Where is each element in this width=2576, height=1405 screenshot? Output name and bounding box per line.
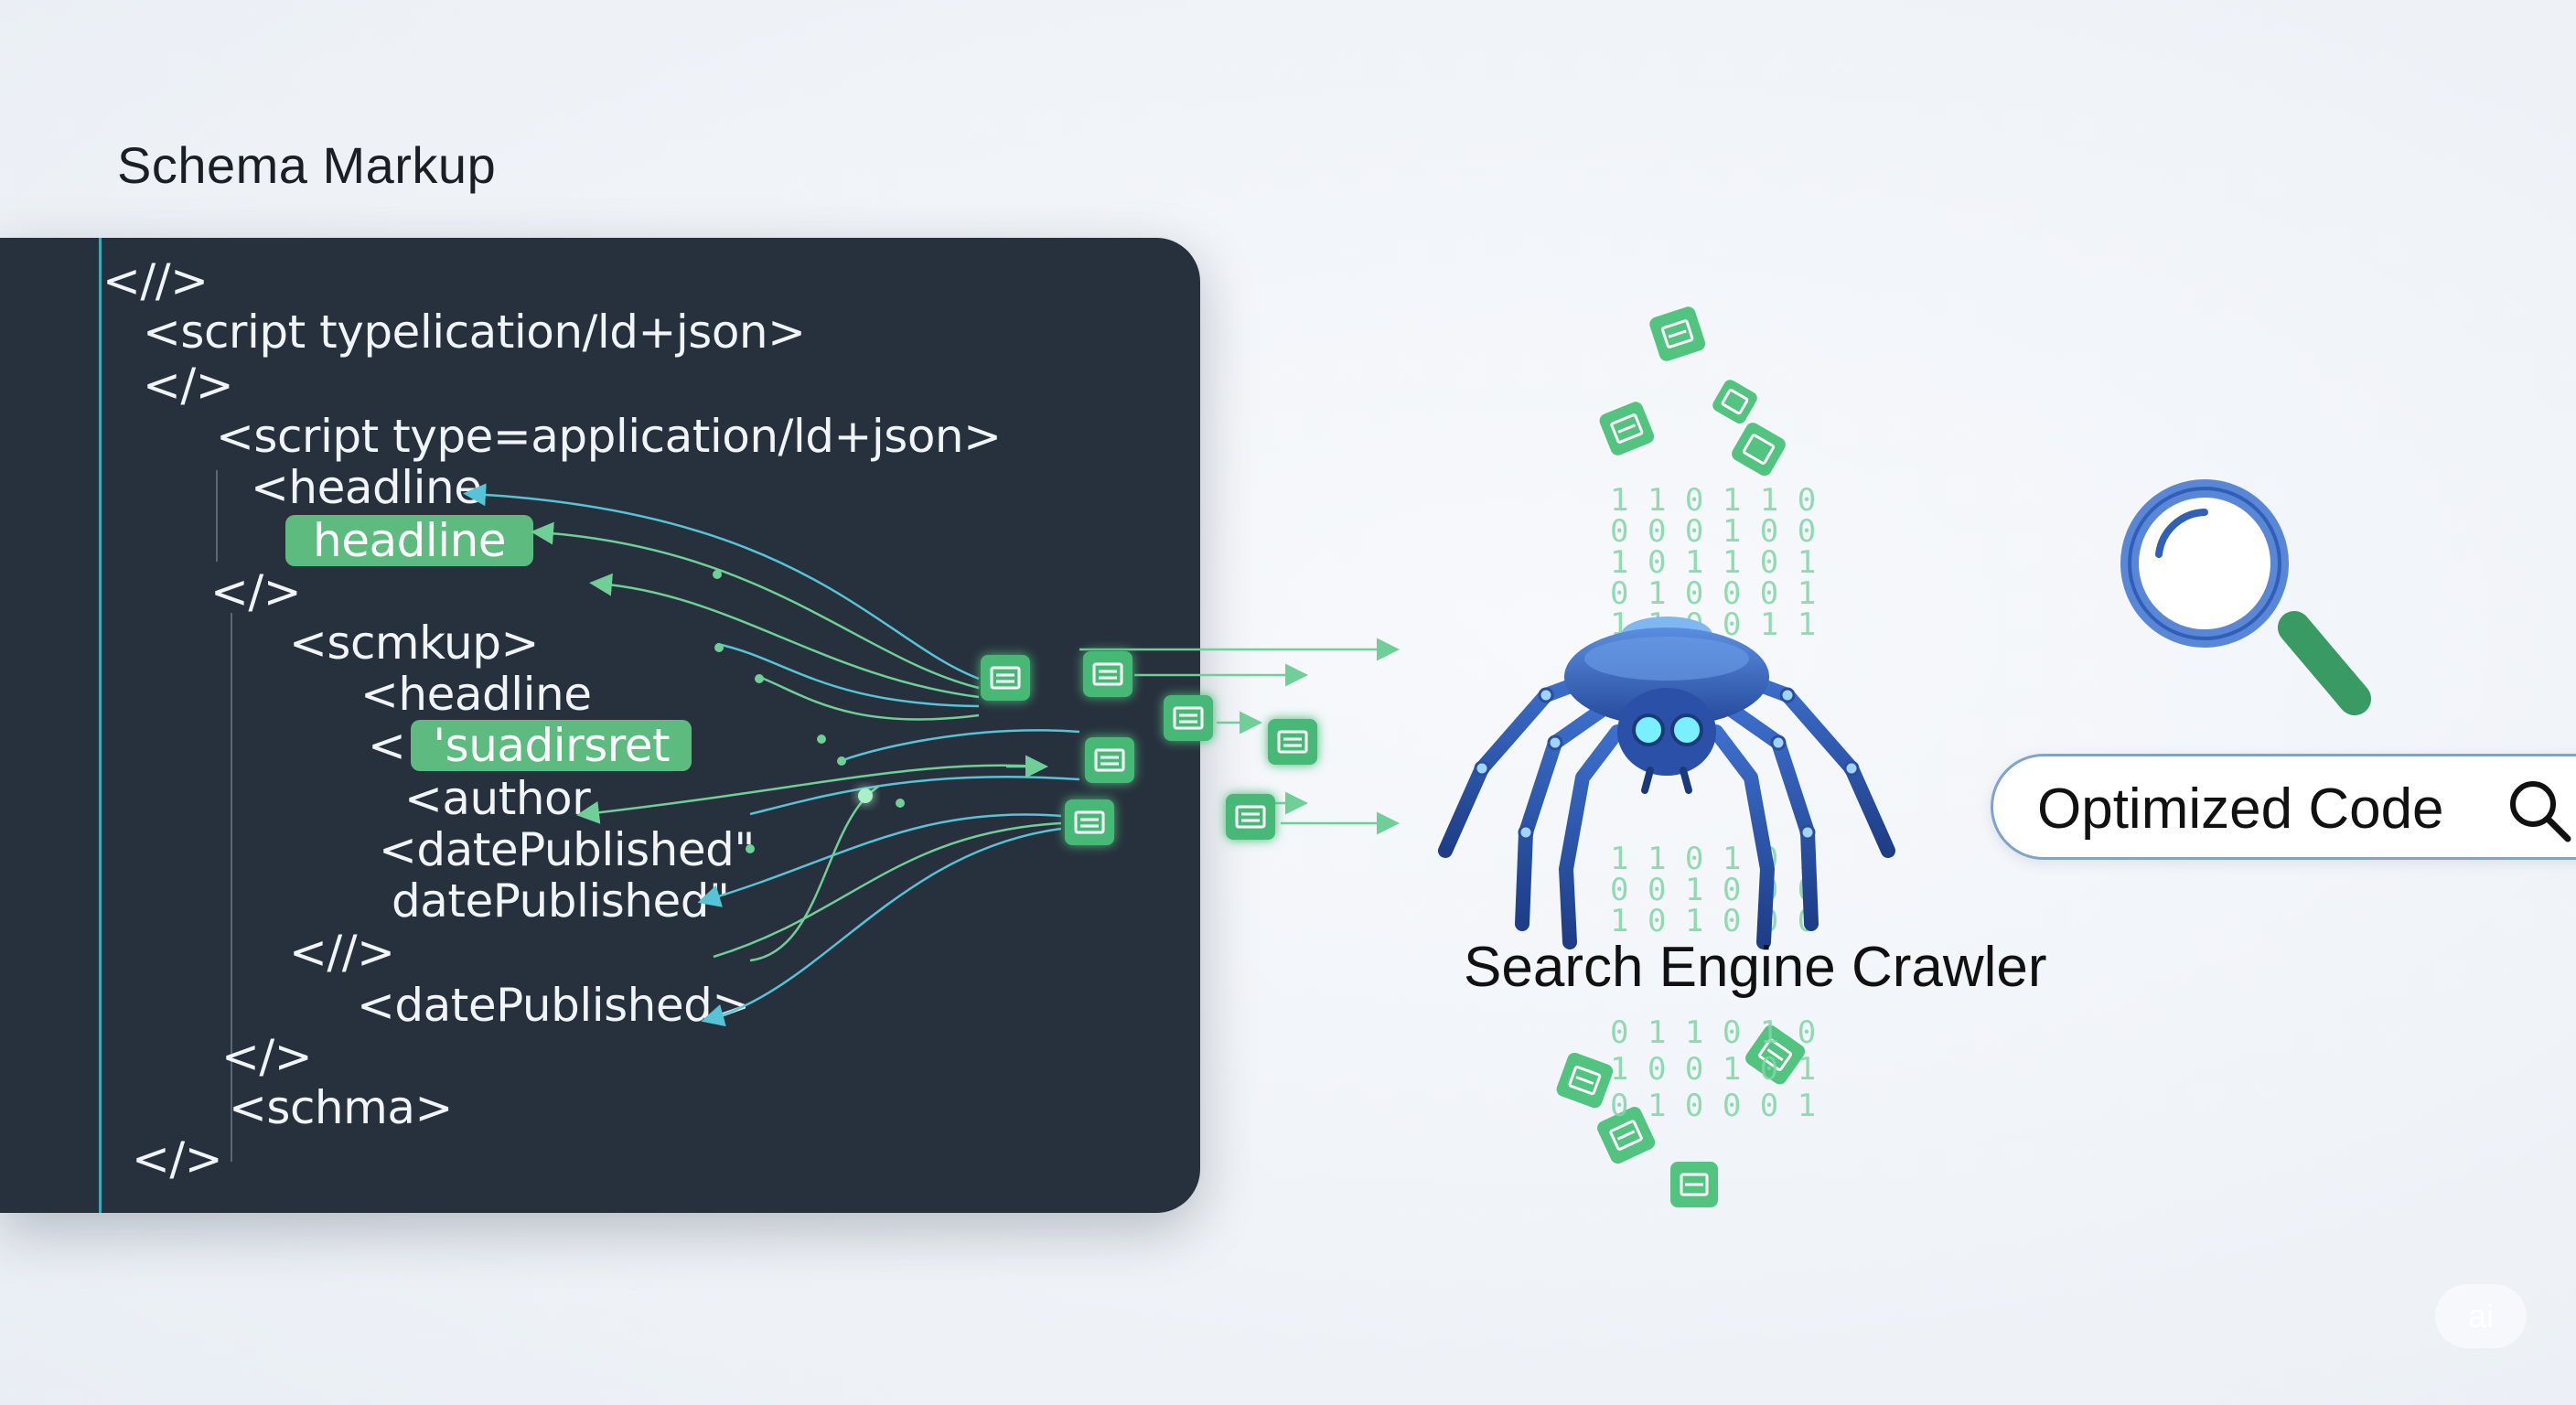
- code-panel: <//> <script typelication/ld+json> </> <…: [0, 238, 1200, 1213]
- code-block-icon: [1670, 1162, 1718, 1207]
- binary-row: 0 0 0 1 0 0: [1610, 513, 1816, 550]
- code-block-icon: [1226, 794, 1275, 840]
- code-block-icon: [1556, 1052, 1614, 1109]
- code-line: </>: [132, 1132, 223, 1185]
- code-line: </>: [221, 1030, 313, 1083]
- code-block-icon: [1745, 1024, 1806, 1085]
- binary-row: 1 1 0 1 0 1: [1610, 841, 1816, 877]
- code-gutter-line: [99, 238, 102, 1213]
- code-line: <schma>: [229, 1081, 453, 1134]
- code-block-icon: [1268, 719, 1317, 765]
- code-line: <//>: [102, 254, 209, 307]
- code-line: </>: [210, 565, 302, 618]
- binary-row: 0 0 1 0 0 0: [1610, 872, 1816, 908]
- binary-row: 0 1 0 0 0 1: [1610, 1088, 1816, 1124]
- binary-row: 1 0 1 0 0 0: [1610, 903, 1816, 939]
- code-line: <datePublished>: [357, 979, 750, 1032]
- floating-cards: [1556, 306, 1806, 1207]
- magnifier-icon: [2120, 479, 2371, 715]
- binary-row: 0 1 0 0 0 1: [1610, 575, 1816, 612]
- code-block-icon: [1597, 1107, 1656, 1164]
- code-line: <datePublished": [379, 823, 755, 876]
- code-line: </>: [143, 359, 234, 412]
- code-line: <script type=application/ld+json>: [216, 410, 1002, 463]
- search-icon[interactable]: [2506, 777, 2573, 844]
- code-line: <//>: [289, 926, 395, 979]
- code-block-icon: [1712, 380, 1757, 424]
- code-line: <script typelication/ld+json>: [143, 306, 806, 359]
- suadirsret-chip: 'suadirsret: [411, 720, 692, 771]
- indent-guide: [216, 470, 218, 562]
- code-block-icon: [1649, 306, 1706, 361]
- watermark: ai: [2435, 1284, 2527, 1348]
- code-line: datePublished": [392, 874, 730, 928]
- code-line: <'suadirsret: [368, 719, 692, 772]
- binary-row: 1 1 0 0 1 1: [1610, 606, 1816, 643]
- binary-stream-top: 1 1 0 1 1 0 0 0 0 1 0 0 1 0 1 1 0 1 0 1 …: [1610, 482, 1816, 643]
- binary-row: 1 1 0 1 1 0: [1610, 482, 1816, 519]
- spider-icon: [1438, 617, 1895, 949]
- binary-row: 0 1 1 0 1 0: [1610, 1014, 1816, 1051]
- search-text: Optimized Code: [2037, 778, 2444, 841]
- binary-row: 1 0 1 1 0 1: [1610, 544, 1816, 581]
- code-line: <scmkup>: [289, 617, 539, 670]
- code-line-highlight: headline: [285, 514, 534, 567]
- code-line: <author: [404, 772, 591, 825]
- crawler-label: Search Engine Crawler: [1464, 936, 2047, 999]
- code-line: <headline: [251, 461, 482, 514]
- binary-row: 1 0 0 1 0 1: [1610, 1051, 1816, 1088]
- code-line: <headline: [360, 668, 592, 721]
- code-block-icon: [1599, 402, 1655, 456]
- diagram-title: Schema Markup: [117, 136, 497, 194]
- code-block-icon: [1732, 423, 1786, 477]
- code-token: <: [368, 719, 406, 772]
- headline-chip: headline: [285, 515, 534, 566]
- indent-guide: [231, 613, 232, 1162]
- search-box[interactable]: Optimized Code: [1991, 754, 2576, 860]
